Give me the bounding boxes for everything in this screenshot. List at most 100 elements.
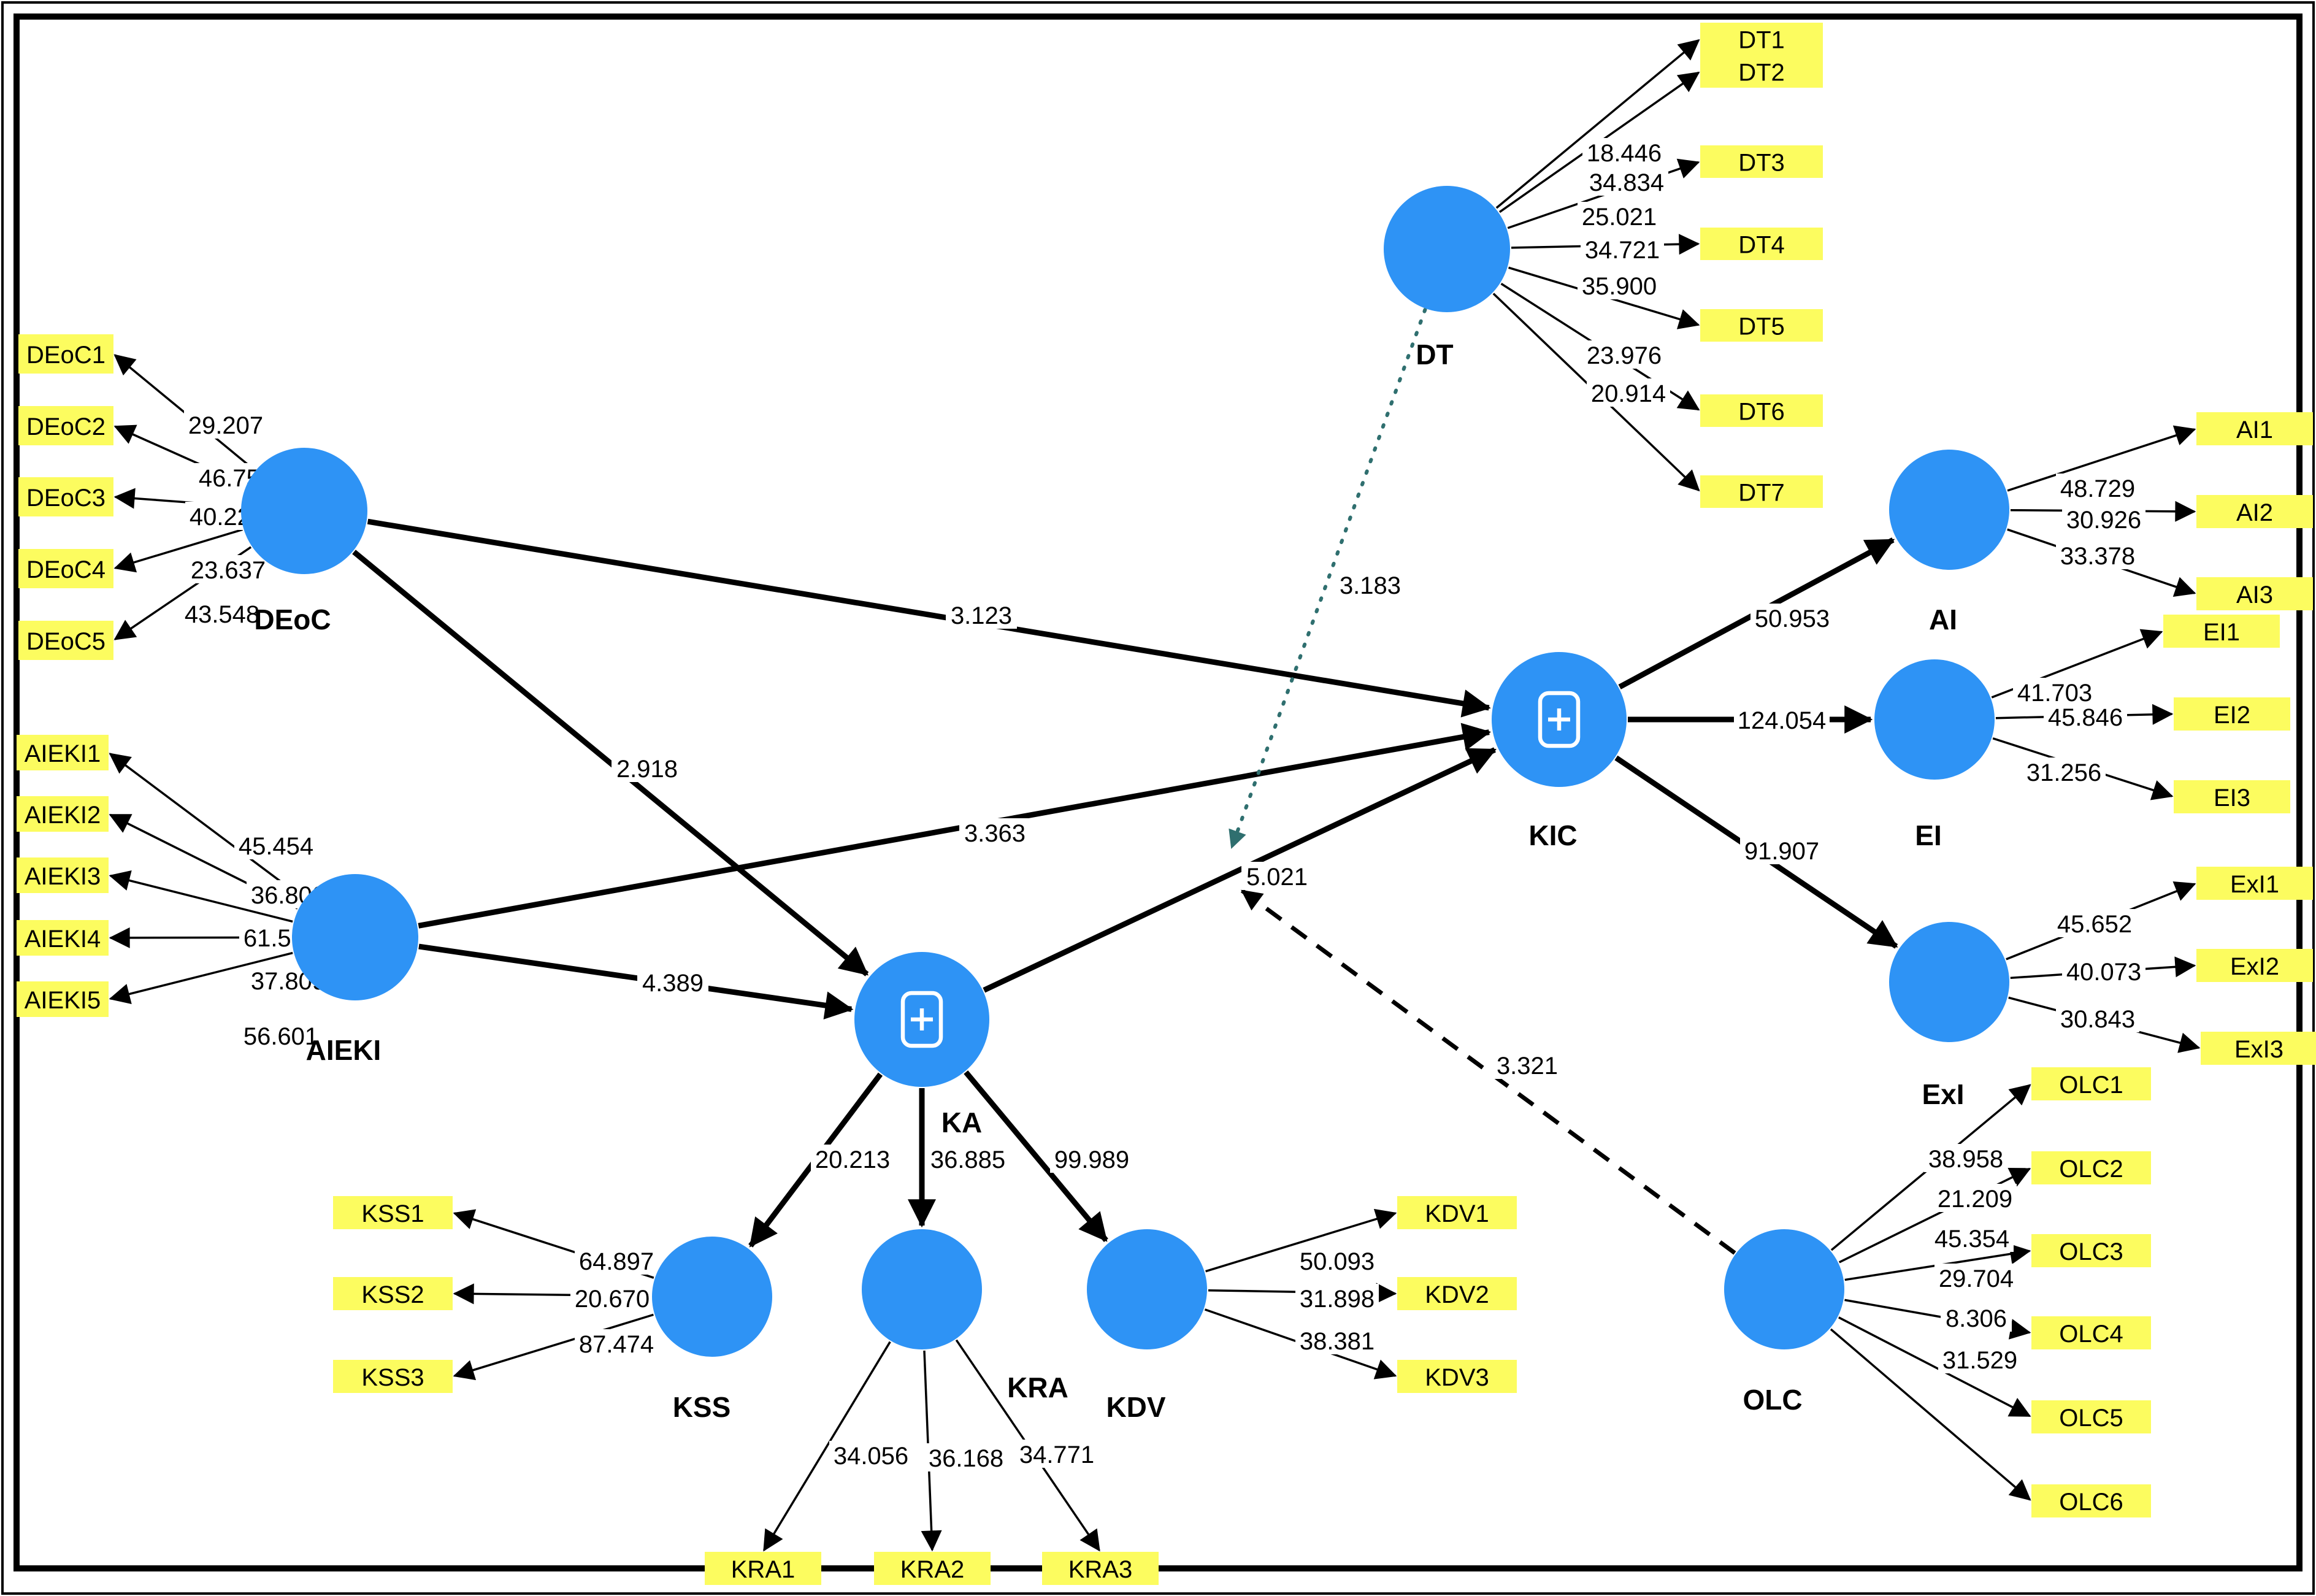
- construct-circle[interactable]: [1874, 659, 1995, 780]
- indicator-box[interactable]: [2031, 1400, 2151, 1433]
- indicator-box[interactable]: [2174, 697, 2290, 731]
- indicator-aieki4[interactable]: AIEKI4: [17, 920, 109, 956]
- indicator-box[interactable]: [18, 334, 113, 374]
- node-aieki[interactable]: AIEKI: [292, 874, 418, 1066]
- construct-circle[interactable]: [1384, 186, 1510, 312]
- indicator-box[interactable]: [1397, 1360, 1517, 1393]
- indicator-aieki2[interactable]: AIEKI2: [17, 796, 109, 832]
- node-olc[interactable]: OLC: [1724, 1229, 1844, 1416]
- indicator-box[interactable]: [18, 549, 113, 588]
- indicator-deoc4[interactable]: DEoC4: [18, 549, 113, 588]
- node-kss[interactable]: KSS: [652, 1237, 772, 1423]
- indicator-dt1[interactable]: DT1: [1700, 23, 1823, 55]
- node-dt[interactable]: DT: [1384, 186, 1510, 370]
- indicator-kra2[interactable]: KRA2: [874, 1552, 991, 1585]
- indicator-box[interactable]: [1042, 1552, 1159, 1585]
- indicator-kra3[interactable]: KRA3: [1042, 1552, 1159, 1585]
- indicator-olc1[interactable]: OLC1: [2031, 1067, 2151, 1100]
- indicator-box[interactable]: [2196, 867, 2313, 900]
- indicator-box[interactable]: [1397, 1277, 1517, 1310]
- indicator-deoc2[interactable]: DEoC2: [18, 406, 113, 445]
- indicator-box[interactable]: [2196, 495, 2313, 528]
- indicator-box[interactable]: [17, 920, 109, 956]
- indicator-box[interactable]: [18, 477, 113, 516]
- indicator-box[interactable]: [874, 1552, 991, 1585]
- indicator-box[interactable]: [333, 1360, 453, 1393]
- indicator-box[interactable]: [1397, 1196, 1517, 1229]
- indicator-box[interactable]: [705, 1552, 821, 1585]
- indicator-box[interactable]: [1700, 23, 1823, 55]
- indicator-dt3[interactable]: DT3: [1700, 145, 1823, 178]
- indicator-dt2[interactable]: DT2: [1700, 55, 1823, 88]
- indicator-olc2[interactable]: OLC2: [2031, 1151, 2151, 1184]
- construct-circle[interactable]: [652, 1237, 772, 1357]
- indicator-box[interactable]: [1700, 394, 1823, 427]
- indicator-aieki3[interactable]: AIEKI3: [17, 857, 109, 893]
- indicator-box[interactable]: [2163, 615, 2280, 648]
- indicator-kss2[interactable]: KSS2: [333, 1277, 453, 1310]
- indicator-box[interactable]: [2196, 949, 2313, 982]
- indicator-box[interactable]: [2031, 1151, 2151, 1184]
- node-ka[interactable]: KA: [854, 952, 989, 1138]
- node-kra[interactable]: KRA: [862, 1229, 1068, 1403]
- indicator-ai1[interactable]: AI1: [2196, 412, 2313, 445]
- node-kic[interactable]: KIC: [1492, 652, 1627, 851]
- indicator-box[interactable]: [2201, 1032, 2316, 1065]
- indicator-olc4[interactable]: OLC4: [2031, 1316, 2151, 1349]
- indicator-exi1[interactable]: ExI1: [2196, 867, 2313, 900]
- node-ei[interactable]: EI: [1874, 659, 1995, 851]
- construct-circle[interactable]: [862, 1229, 982, 1349]
- node-kdv[interactable]: KDV: [1087, 1229, 1207, 1423]
- node-deoc[interactable]: DEoC: [241, 448, 367, 635]
- indicator-kra1[interactable]: KRA1: [705, 1552, 821, 1585]
- indicator-dt7[interactable]: DT7: [1700, 475, 1823, 508]
- indicator-box[interactable]: [17, 735, 109, 770]
- construct-circle[interactable]: [1889, 450, 2009, 570]
- indicator-ei2[interactable]: EI2: [2174, 697, 2290, 731]
- indicator-box[interactable]: [2174, 780, 2290, 813]
- indicator-deoc1[interactable]: DEoC1: [18, 334, 113, 374]
- indicator-box[interactable]: [2031, 1484, 2151, 1517]
- indicator-olc3[interactable]: OLC3: [2031, 1234, 2151, 1267]
- indicator-exi2[interactable]: ExI2: [2196, 949, 2313, 982]
- indicator-kdv3[interactable]: KDV3: [1397, 1360, 1517, 1393]
- indicator-kss1[interactable]: KSS1: [333, 1196, 453, 1229]
- indicator-ei3[interactable]: EI3: [2174, 780, 2290, 813]
- indicator-box[interactable]: [1700, 55, 1823, 88]
- indicator-box[interactable]: [17, 796, 109, 832]
- indicator-aieki5[interactable]: AIEKI5: [17, 981, 109, 1017]
- construct-circle[interactable]: [1087, 1229, 1207, 1349]
- node-ai[interactable]: AI: [1889, 450, 2009, 635]
- indicator-box[interactable]: [2031, 1316, 2151, 1349]
- indicator-box[interactable]: [2031, 1234, 2151, 1267]
- indicator-exi3[interactable]: ExI3: [2201, 1032, 2316, 1065]
- indicator-box[interactable]: [1700, 475, 1823, 508]
- construct-circle[interactable]: [1724, 1229, 1844, 1349]
- indicator-dt6[interactable]: DT6: [1700, 394, 1823, 427]
- indicator-olc5[interactable]: OLC5: [2031, 1400, 2151, 1433]
- node-exi[interactable]: ExI: [1889, 922, 2009, 1110]
- indicator-ai3[interactable]: AI3: [2196, 577, 2313, 610]
- indicator-olc6[interactable]: OLC6: [2031, 1484, 2151, 1517]
- indicator-box[interactable]: [1700, 145, 1823, 178]
- indicator-aieki1[interactable]: AIEKI1: [17, 735, 109, 770]
- indicator-box[interactable]: [18, 406, 113, 445]
- indicator-dt4[interactable]: DT4: [1700, 228, 1823, 260]
- indicator-kss3[interactable]: KSS3: [333, 1360, 453, 1393]
- indicator-box[interactable]: [18, 621, 113, 660]
- indicator-ai2[interactable]: AI2: [2196, 495, 2313, 528]
- construct-circle[interactable]: [241, 448, 367, 574]
- indicator-deoc3[interactable]: DEoC3: [18, 477, 113, 516]
- indicator-box[interactable]: [17, 857, 109, 893]
- indicator-kdv1[interactable]: KDV1: [1397, 1196, 1517, 1229]
- indicator-deoc5[interactable]: DEoC5: [18, 621, 113, 660]
- indicator-box[interactable]: [333, 1277, 453, 1310]
- indicator-ei1[interactable]: EI1: [2163, 615, 2280, 648]
- indicator-box[interactable]: [2196, 577, 2313, 610]
- indicator-box[interactable]: [2196, 412, 2313, 445]
- indicator-box[interactable]: [333, 1196, 453, 1229]
- indicator-kdv2[interactable]: KDV2: [1397, 1277, 1517, 1310]
- construct-circle[interactable]: [292, 874, 418, 1000]
- indicator-dt5[interactable]: DT5: [1700, 309, 1823, 342]
- indicator-box[interactable]: [1700, 309, 1823, 342]
